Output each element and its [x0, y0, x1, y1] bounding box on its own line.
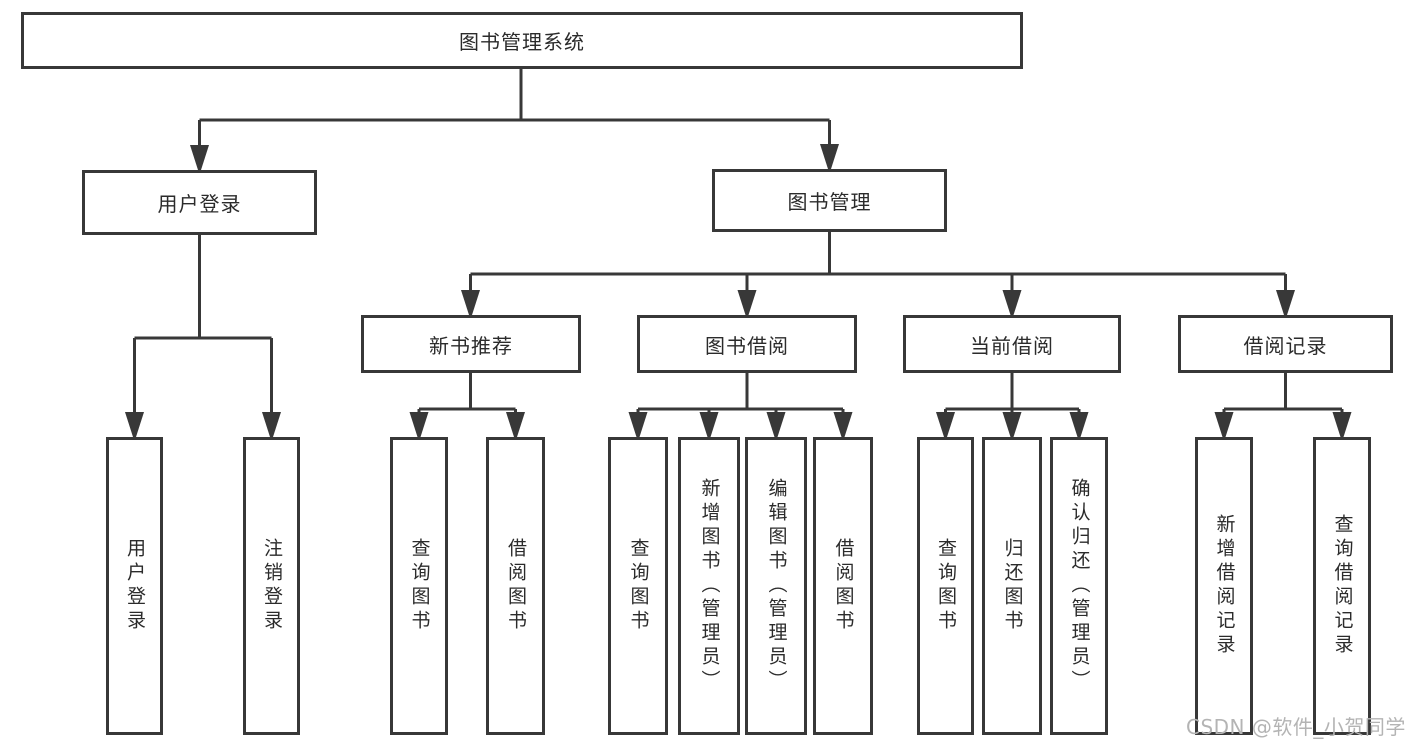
arrowhead-icon	[506, 412, 525, 437]
arrowhead-icon	[936, 412, 955, 437]
node-label: 查询图书	[627, 538, 650, 634]
node-label: 新书推荐	[429, 333, 513, 358]
leaf-return-books: 归还图书	[982, 437, 1042, 735]
leaf-borrow-books-recommend: 借阅图书	[486, 437, 545, 735]
node-label: 新增图书（管理员）	[698, 478, 721, 694]
arrowhead-icon	[737, 290, 757, 315]
leaf-confirm-return-admin: 确认归还（管理员）	[1050, 437, 1108, 735]
node-book-borrowing: 图书借阅	[637, 315, 857, 373]
arrowhead-icon	[1002, 290, 1022, 315]
node-label: 新增借阅记录	[1213, 514, 1236, 658]
leaf-edit-books-admin: 编辑图书（管理员）	[745, 437, 807, 735]
arrowhead-icon	[833, 412, 853, 437]
leaf-borrow-books: 借阅图书	[813, 437, 873, 735]
node-label: 图书管理	[787, 190, 872, 214]
node-user-login: 用户登录	[82, 170, 317, 235]
node-library-management-system: 图书管理系统	[21, 12, 1023, 69]
node-label: 归还图书	[1001, 538, 1024, 634]
arrowhead-icon	[820, 144, 839, 169]
node-label: 确认归还（管理员）	[1068, 478, 1091, 694]
leaf-query-books-borrow: 查询图书	[608, 437, 668, 735]
watermark: CSDN @软件_小贺同学	[1186, 715, 1405, 739]
arrowhead-icon	[1214, 412, 1234, 437]
node-borrowing-records: 借阅记录	[1178, 315, 1393, 373]
node-current-borrowing: 当前借阅	[903, 315, 1121, 373]
arrowhead-icon	[1332, 412, 1352, 437]
arrowhead-icon	[461, 290, 480, 315]
leaf-add-books-admin: 新增图书（管理员）	[678, 437, 740, 735]
node-label: 编辑图书（管理员）	[765, 478, 788, 694]
arrowhead-icon	[125, 412, 144, 437]
node-label: 借阅图书	[505, 538, 527, 634]
node-book-management: 图书管理	[712, 169, 947, 232]
arrowhead-icon	[1069, 412, 1089, 437]
arrowheads	[125, 144, 1352, 437]
leaf-add-borrow-record: 新增借阅记录	[1195, 437, 1253, 735]
leaf-logout: 注销登录	[243, 437, 300, 735]
leaf-query-books-recommend: 查询图书	[390, 437, 448, 735]
arrowhead-icon	[699, 412, 719, 437]
node-new-book-recommendation: 新书推荐	[361, 315, 581, 373]
arrowhead-icon	[262, 412, 281, 437]
node-label: 查询借阅记录	[1331, 514, 1354, 658]
node-label: 用户登录	[124, 538, 146, 634]
leaf-query-books-current: 查询图书	[917, 437, 974, 735]
node-label: 查询图书	[408, 538, 431, 634]
node-label: 图书借阅	[705, 333, 789, 358]
node-label: 查询图书	[935, 538, 957, 634]
arrowhead-icon	[766, 412, 786, 437]
arrowhead-icon	[1276, 290, 1295, 315]
arrowhead-icon	[190, 145, 209, 170]
node-label: 借阅记录	[1243, 333, 1328, 358]
node-label: 注销登录	[261, 538, 283, 634]
leaf-user-login: 用户登录	[106, 437, 163, 735]
node-label: 当前借阅	[970, 333, 1054, 358]
node-label: 图书管理系统	[459, 30, 585, 54]
node-label: 借阅图书	[832, 538, 855, 634]
node-label: 用户登录	[157, 192, 242, 216]
arrowhead-icon	[409, 412, 429, 437]
arrowhead-icon	[628, 412, 648, 437]
leaf-query-borrow-record: 查询借阅记录	[1313, 437, 1371, 735]
arrowhead-icon	[1002, 412, 1022, 437]
